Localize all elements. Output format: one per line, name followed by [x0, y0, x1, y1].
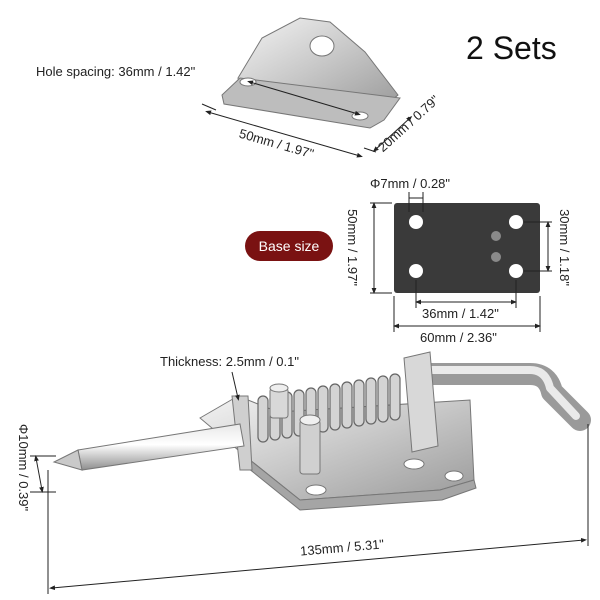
base-plate-diagram [394, 203, 540, 293]
hole-horizontal-spacing-label: 36mm / 1.42" [422, 306, 499, 321]
thickness-label: Thickness: 2.5mm / 0.1" [160, 354, 299, 369]
product-title: 2 Sets [466, 30, 557, 66]
hole-spacing-label: Hole spacing: 36mm / 1.42" [36, 64, 196, 79]
plate-dimension-lines [370, 192, 552, 332]
spring-latch-image [52, 351, 591, 511]
hole-diameter-label: Φ7mm / 0.28" [370, 176, 451, 191]
pin-diameter-label: Φ10mm / 0.39" [16, 423, 32, 512]
angle-bracket-image [221, 17, 401, 129]
latch-dimension-lines [30, 371, 589, 594]
base-size-badge: Base size [245, 231, 333, 261]
hole-vertical-spacing-label: 30mm / 1.18" [556, 209, 572, 286]
bracket-dimension-lines [201, 80, 413, 158]
plate-height-label: 50mm / 1.97" [344, 209, 360, 286]
plate-width-label: 60mm / 2.36" [420, 330, 497, 345]
